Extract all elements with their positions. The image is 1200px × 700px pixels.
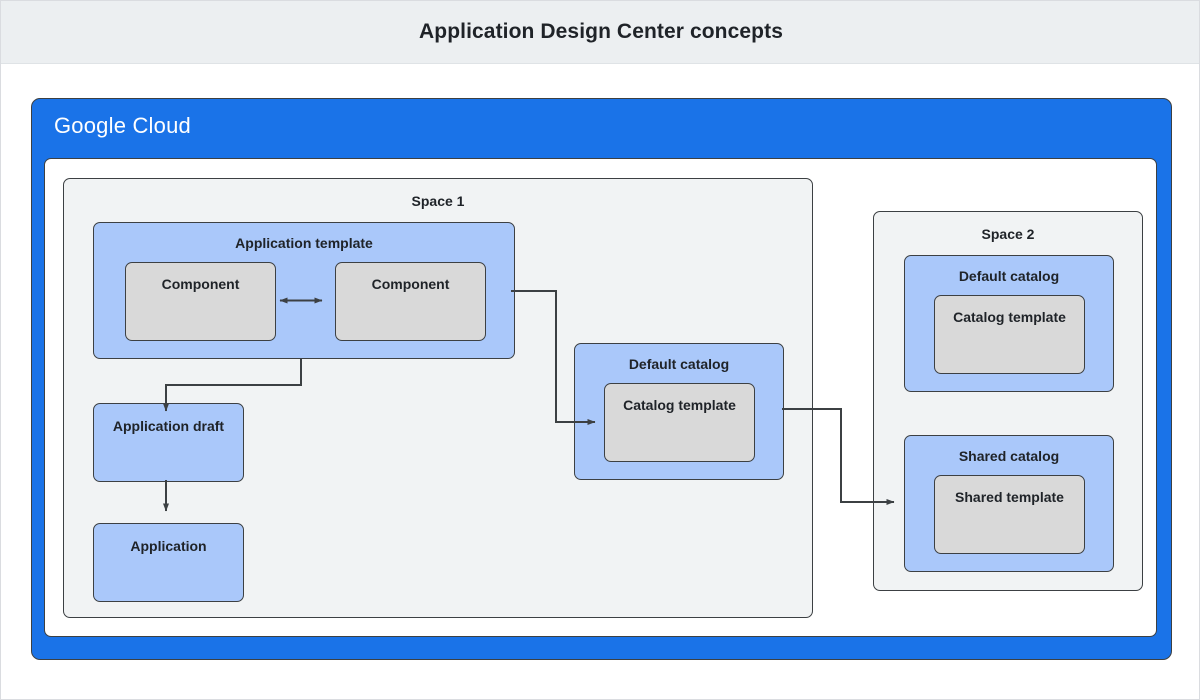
application-box[interactable]: Application [93,523,244,602]
application-draft-label: Application draft [112,418,225,434]
application-template-label: Application template [235,235,373,251]
catalog-template-space2-box[interactable]: Catalog template [934,295,1085,374]
application-draft-box[interactable]: Application draft [93,403,244,482]
google-cloud-logo: Google Cloud [54,113,191,139]
catalog-template-space1-label: Catalog template [623,397,736,413]
space-1-container: Space 1 Application template Component C… [63,178,813,618]
shared-catalog-label: Shared catalog [958,448,1060,464]
catalog-template-space2-label: Catalog template [953,309,1066,325]
component-left-box[interactable]: Component [125,262,276,341]
logo-google-word: Google [54,113,127,138]
catalog-template-space1-box[interactable]: Catalog template [604,383,755,462]
space-2-label: Space 2 [981,226,1035,242]
organization-boundary: Space 1 Application template Component C… [44,158,1157,637]
application-template-box[interactable]: Application template Component Component [93,222,515,359]
google-cloud-boundary: Google Cloud Space 1 Application templat… [31,98,1172,660]
default-catalog-space1-box[interactable]: Default catalog Catalog template [574,343,784,480]
default-catalog-space2-box[interactable]: Default catalog Catalog template [904,255,1114,392]
component-right-label: Component [371,276,450,292]
application-label: Application [130,538,207,554]
space-1-label: Space 1 [411,193,465,209]
logo-cloud-word: Cloud [132,113,191,138]
page-title: Application Design Center concepts [419,20,783,43]
header-bar: Application Design Center concepts [1,1,1199,64]
shared-template-box[interactable]: Shared template [934,475,1085,554]
component-right-box[interactable]: Component [335,262,486,341]
space-2-container: Space 2 Default catalog Catalog template… [873,211,1143,591]
component-left-label: Component [161,276,240,292]
shared-catalog-box[interactable]: Shared catalog Shared template [904,435,1114,572]
default-catalog-space1-label: Default catalog [628,356,730,372]
default-catalog-space2-label: Default catalog [958,268,1060,284]
shared-template-label: Shared template [955,489,1064,505]
